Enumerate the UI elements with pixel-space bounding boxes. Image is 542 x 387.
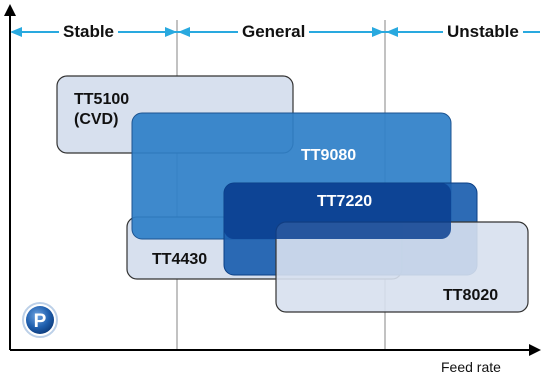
arrow-left-stable-icon bbox=[10, 27, 22, 37]
grade-label-tt7220: TT7220 bbox=[317, 193, 373, 210]
y-axis-arrow-icon bbox=[4, 4, 16, 16]
arrow-left-unstable-icon bbox=[386, 27, 398, 37]
arrow-right-stable-icon bbox=[165, 27, 177, 37]
grade-label-tt8020: TT8020 bbox=[443, 287, 499, 304]
zone-label-unstable: Unstable bbox=[443, 22, 523, 42]
zone-label-stable: Stable bbox=[59, 22, 119, 42]
badge-letter: P bbox=[34, 311, 47, 332]
grade-label-tt4430: TT4430 bbox=[152, 251, 208, 268]
grade-label-tt5100: TT5100 (CVD) bbox=[74, 91, 130, 128]
arrow-left-general-icon bbox=[178, 27, 190, 37]
x-axis-arrow-icon bbox=[529, 344, 541, 356]
overlap-region bbox=[224, 183, 451, 239]
zone-label-general: General bbox=[238, 22, 310, 42]
iso-p-badge-icon: P bbox=[22, 302, 58, 338]
axes bbox=[4, 4, 541, 356]
x-axis-label: Feed rate bbox=[441, 359, 501, 375]
arrow-right-general-icon bbox=[372, 27, 384, 37]
grade-label-tt9080: TT9080 bbox=[301, 147, 357, 164]
